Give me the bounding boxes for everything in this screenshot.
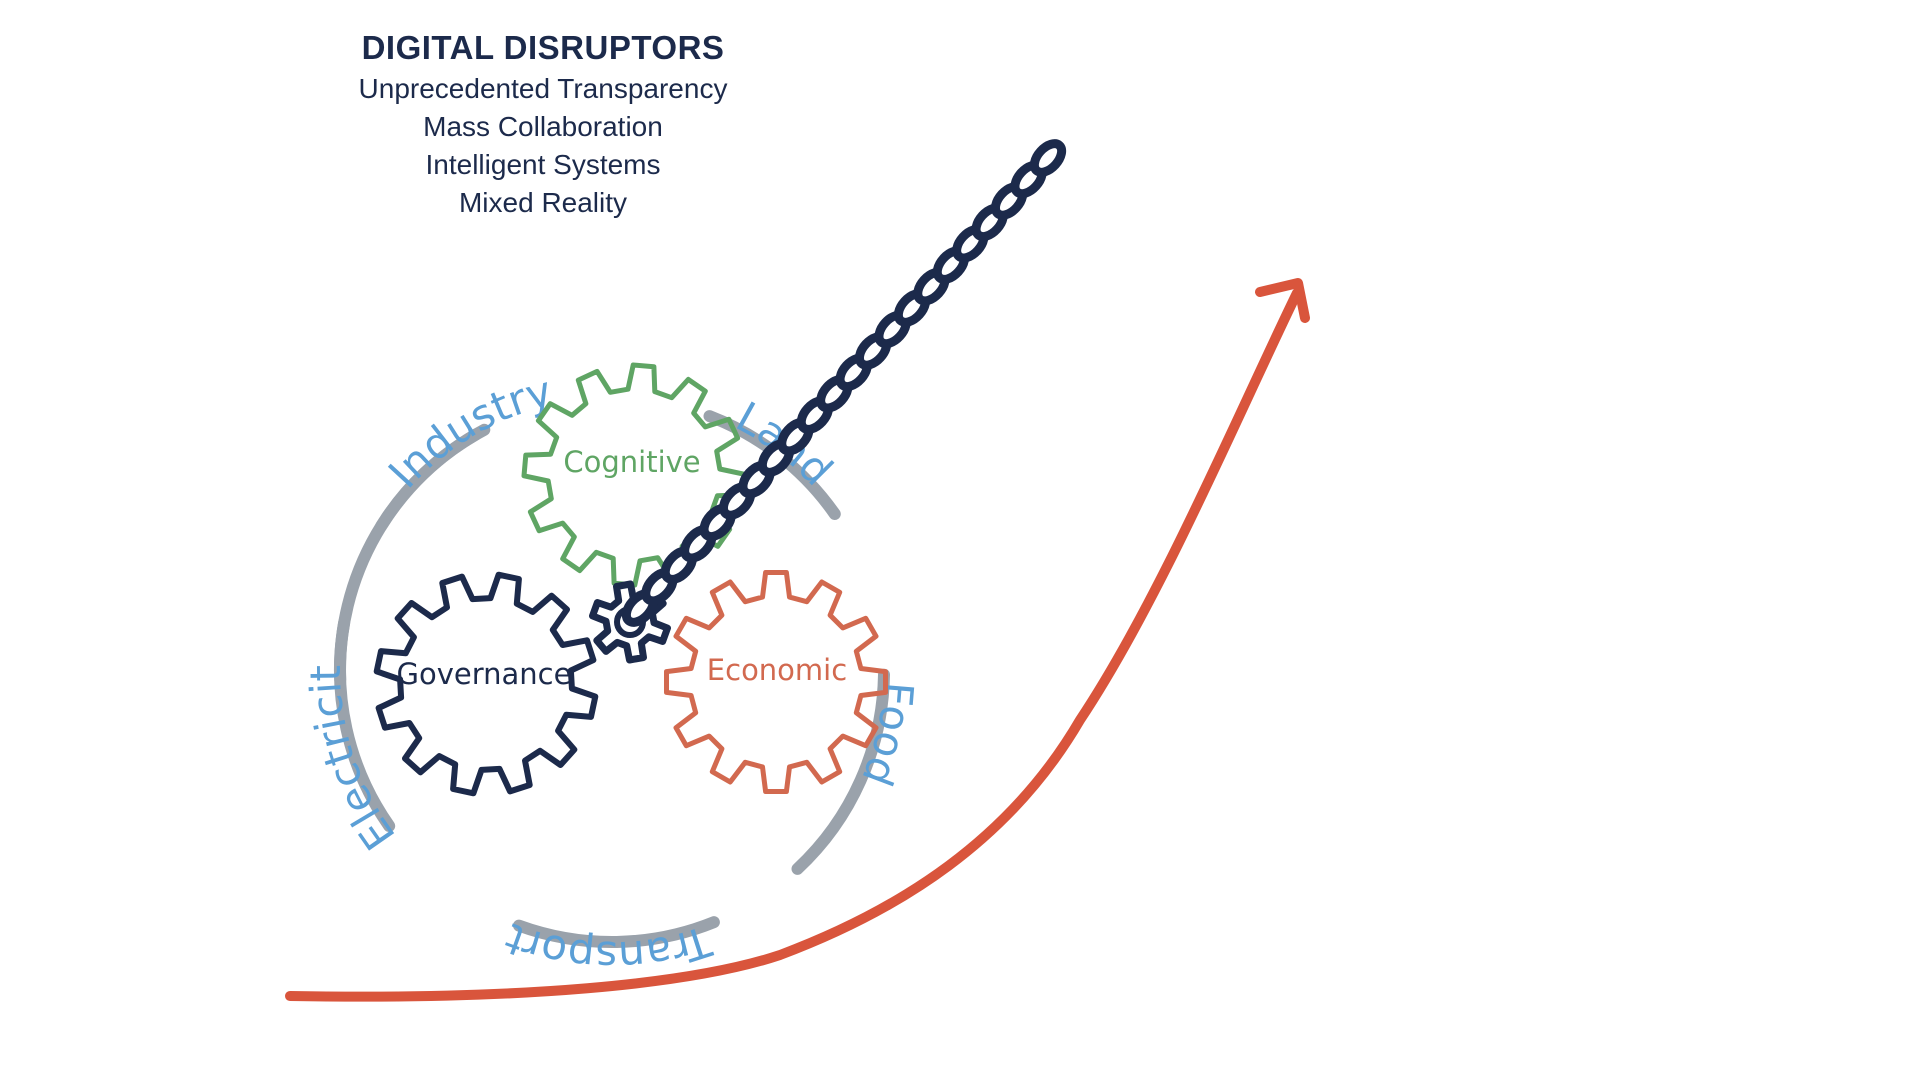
cognitive-gear-label: Cognitive bbox=[563, 445, 700, 479]
foundations-ring-labels: Transport Electricity Industry Land Food bbox=[0, 0, 923, 981]
cognitive-gear: Cognitive bbox=[521, 362, 747, 588]
ring-segment bbox=[513, 916, 720, 948]
ring-label-electricity: Electricity bbox=[0, 0, 405, 859]
disruptor-item: Unprecedented Transparency bbox=[358, 73, 728, 104]
growth-arrow bbox=[285, 278, 1310, 1002]
disruptor-item: Intelligent Systems bbox=[425, 149, 661, 180]
ring-label-transport: Transport bbox=[499, 914, 718, 982]
governance-gear: Governance bbox=[373, 571, 599, 797]
economic-gear: Economic bbox=[664, 570, 888, 794]
disruptors-heading: DIGITAL DISRUPTORS Unprecedented Transpa… bbox=[243, 26, 843, 222]
disruptor-chain bbox=[621, 139, 1067, 627]
growth-curve bbox=[285, 288, 1302, 1002]
chain-link bbox=[1029, 139, 1067, 177]
governance-gear-label: Governance bbox=[397, 657, 572, 691]
disruptors-title: DIGITAL DISRUPTORS bbox=[361, 29, 725, 66]
disruptor-item: Mixed Reality bbox=[458, 187, 628, 218]
ring-segment bbox=[791, 668, 890, 875]
ring-segment bbox=[375, 428, 482, 532]
ring-segment bbox=[334, 616, 396, 832]
growth-arrowhead bbox=[1255, 278, 1310, 323]
economic-gear-label: Economic bbox=[707, 653, 847, 687]
disruptor-item: Mass Collaboration bbox=[423, 111, 663, 142]
